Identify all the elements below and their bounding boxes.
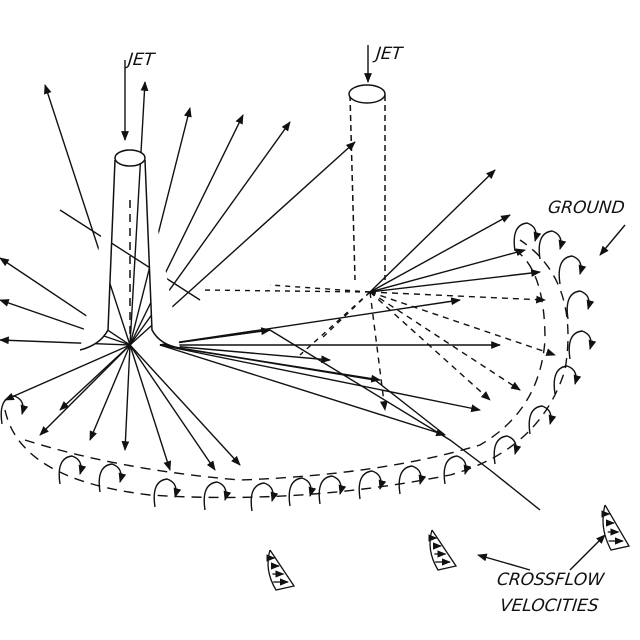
dashed-flow-line (199, 289, 371, 293)
flow-arrow (369, 169, 496, 293)
left-jet-nozzle (114, 149, 146, 167)
vortex-loop (358, 470, 387, 500)
flow-arrow (369, 248, 526, 293)
flow-arrow (369, 291, 521, 391)
vortex-loop (203, 481, 232, 511)
vortex-loop (538, 230, 567, 260)
vortex-loop (58, 455, 87, 485)
crossflow-velocity-profiles (266, 504, 631, 591)
upwash-line (59, 209, 201, 301)
upwash-line (489, 469, 541, 511)
velocity-profile (267, 549, 296, 591)
flow-arrow (59, 344, 131, 411)
jet-left-label: JET (126, 50, 156, 70)
flow-arrow (39, 344, 131, 436)
vortex-loop (558, 255, 587, 285)
flow-arrow (129, 344, 172, 471)
flow-arrow (121, 344, 131, 451)
crossflow-label: CROSSFLOW (495, 570, 606, 590)
flow-arrow (599, 224, 626, 256)
velocity-profile (602, 504, 631, 551)
vortex-loop (98, 463, 127, 493)
flow-arrow (159, 344, 481, 413)
vortex-loop (513, 222, 542, 252)
right-jet-nozzle (348, 84, 386, 104)
jet-columns (79, 84, 386, 351)
flow-arrow (477, 553, 531, 571)
flow-arrow (129, 81, 149, 346)
flow-arrow (369, 214, 511, 293)
dashed-flow-line (269, 284, 371, 293)
right-jet-column (349, 94, 386, 281)
vortex-loop (528, 405, 557, 435)
vortex-loop (0, 395, 29, 425)
flow-arrow (89, 344, 131, 441)
vortex-loop (553, 365, 582, 395)
jet-right-label: JET (374, 44, 404, 64)
fountain-upwash-outline (159, 329, 491, 471)
flow-arrow (369, 269, 541, 293)
vortex-loop (493, 435, 522, 465)
vortex-loop (566, 290, 595, 320)
ground-label: GROUND (546, 198, 626, 218)
vortex-ring-path (4, 239, 569, 499)
vortex-loop (443, 455, 472, 485)
flow-arrow (129, 107, 192, 346)
left-jet-column (79, 159, 181, 351)
flow-arrow (569, 534, 606, 571)
flow-arrow (129, 114, 244, 346)
flow-arrow (159, 344, 331, 364)
flow-arrow (0, 336, 131, 346)
flow-arrow (44, 84, 131, 346)
flow-arrow (159, 344, 446, 437)
velocities-label: VELOCITIES (498, 596, 600, 616)
vortex-loop (288, 477, 317, 507)
vortex-loop (318, 475, 347, 505)
flow-arrow (129, 344, 241, 466)
flow-arrow (0, 299, 131, 346)
vortex-loop (153, 478, 182, 508)
vortex-loop (250, 482, 279, 512)
flow-arrow (369, 291, 491, 401)
flow-arrow (129, 344, 216, 471)
fountain-edge (159, 344, 446, 436)
flow-arrow (369, 291, 546, 304)
vortex-loop (568, 330, 597, 360)
ground-vortex-ring (0, 222, 597, 512)
flow-arrow (369, 291, 388, 411)
velocity-profile (429, 529, 458, 571)
vortex-loop (398, 465, 427, 495)
flow-arrow (4, 344, 131, 401)
